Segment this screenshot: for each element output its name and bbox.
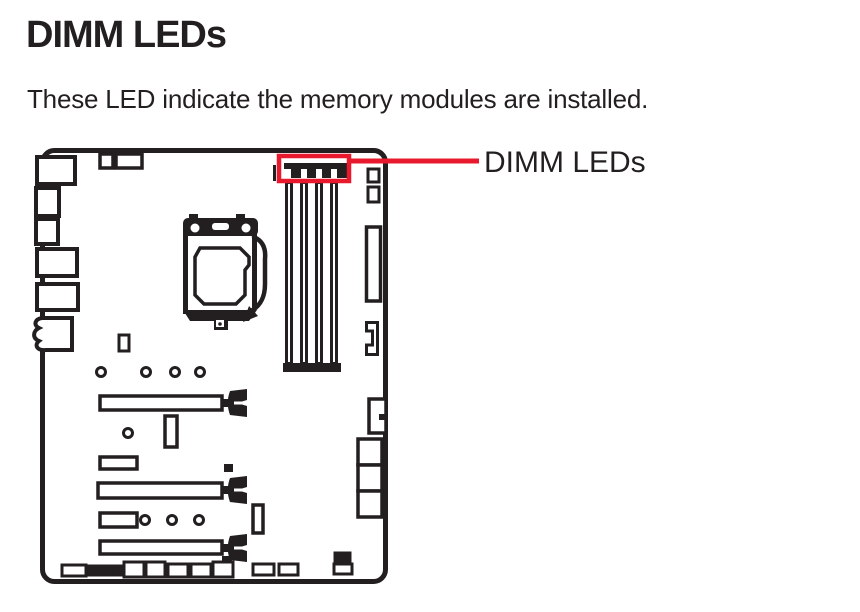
expansion-slots [96, 389, 265, 563]
m2-slot [98, 511, 139, 529]
right-edge-connectors [356, 167, 388, 519]
mounting-holes [95, 366, 206, 378]
header-small-1 [366, 167, 381, 184]
dimm-slots [273, 148, 352, 372]
socket-keepout [193, 246, 251, 306]
page-description: These LED indicate the memory modules ar… [27, 84, 649, 114]
middle-components [95, 333, 206, 449]
pcie-x16-slot-1 [98, 394, 224, 412]
board-component [251, 503, 265, 535]
atx-power-connector [364, 225, 383, 303]
top-fan-headers [98, 152, 144, 170]
dimm-led-indicators [291, 169, 347, 178]
dimm-led-callout [276, 153, 479, 184]
page-title: DIMM LEDs [26, 14, 227, 56]
m2-standoff [163, 414, 179, 449]
pcie-x16-slot-3 [98, 539, 224, 556]
board-component [117, 333, 131, 353]
cpu-socket [183, 214, 268, 330]
mounting-hole [122, 427, 134, 439]
socket-lever [243, 234, 268, 317]
pcie-x16-slot-2 [96, 481, 224, 500]
board-outline [40, 148, 388, 584]
audio-ports [32, 316, 74, 353]
usb-header [365, 321, 379, 356]
mounting-holes-lower [139, 514, 205, 526]
callout-label: DIMM LEDs [484, 146, 646, 179]
pcie-x1-slot [98, 455, 139, 471]
sata-ports [356, 437, 384, 519]
highlight-box [276, 153, 352, 184]
header-small-2 [366, 185, 381, 204]
rear-io-ports [32, 155, 80, 353]
front-panel-headers [60, 551, 354, 579]
